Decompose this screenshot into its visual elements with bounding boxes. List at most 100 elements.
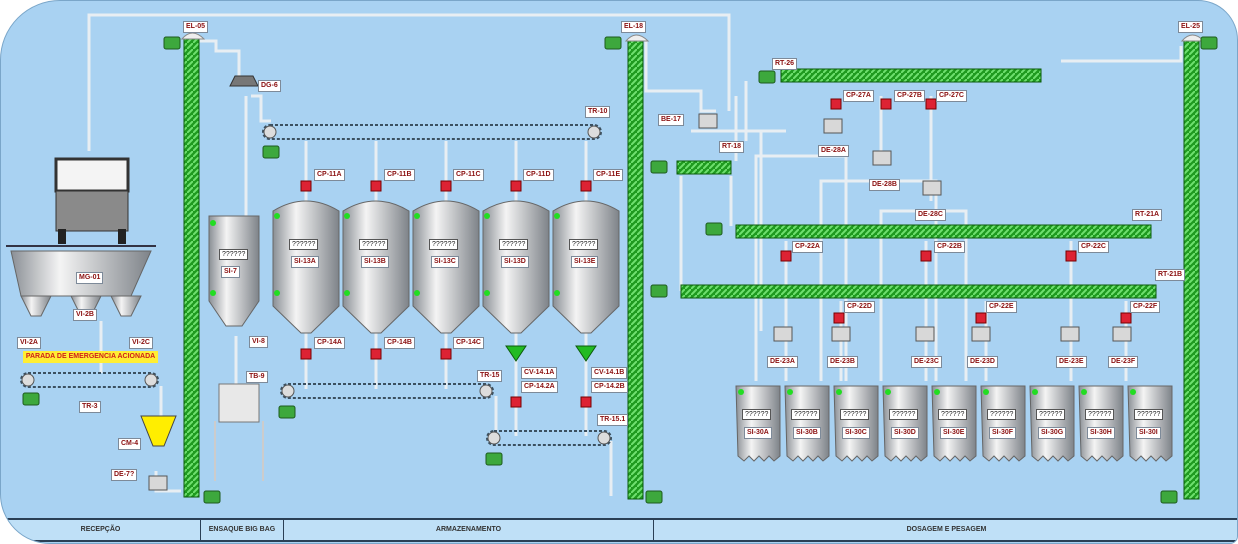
silo-label-si-13d[interactable]: SI-13D — [501, 256, 529, 268]
tag-cp-22d[interactable]: CP-22D — [844, 301, 875, 313]
tag-be-17[interactable]: BE-17 — [658, 114, 684, 126]
tag-de-23d[interactable]: DE-23D — [967, 356, 998, 368]
rotary-valve-icon — [1065, 250, 1077, 262]
tag-de-23f[interactable]: DE-23F — [1108, 356, 1139, 368]
silo-label-si-30f[interactable]: SI-30F — [989, 427, 1017, 439]
tag-el-05[interactable]: EL-05 — [183, 21, 209, 33]
bucket-elevator — [183, 38, 200, 498]
tag-cp-14-2b[interactable]: CP-14.2B — [591, 381, 628, 393]
silo-label-si-30c[interactable]: SI-30C — [842, 427, 870, 439]
tag-cp-22e[interactable]: CP-22E — [986, 301, 1017, 313]
tag-cp-27a[interactable]: CP-27A — [843, 90, 874, 102]
rotary-valve-icon — [510, 396, 522, 408]
tag-cp-22a[interactable]: CP-22A — [792, 241, 823, 253]
tag-cp-22b[interactable]: CP-22B — [934, 241, 965, 253]
tag-el-25[interactable]: EL-25 — [1178, 21, 1204, 33]
tag-de-7-[interactable]: DE-7? — [111, 469, 138, 481]
bucket-elevator — [627, 40, 644, 500]
tag-tr-15-1[interactable]: TR-15.1 — [597, 414, 629, 426]
silo-level-readout: ?????? — [742, 409, 772, 420]
tag-de-23b[interactable]: DE-23B — [827, 356, 858, 368]
rotary-valve-icon — [370, 180, 382, 192]
tag-vi-8[interactable]: VI-8 — [249, 336, 268, 348]
tag-de-23c[interactable]: DE-23C — [911, 356, 942, 368]
tag-vi-2c[interactable]: VI-2C — [129, 337, 153, 349]
area-tab-recepcao[interactable]: RECEPÇÃO — [1, 520, 201, 540]
status-led — [1130, 389, 1136, 395]
tag-cp-11d[interactable]: CP-11D — [523, 169, 554, 181]
pipe — [644, 41, 716, 113]
area-tab-dosagem[interactable]: DOSAGEM E PESAGEM — [906, 526, 987, 533]
silo-label-si-30h[interactable]: SI-30H — [1087, 427, 1115, 439]
diverter-icon — [915, 326, 935, 342]
silo-level-readout: ?????? — [840, 409, 870, 420]
tag-cp-14a[interactable]: CP-14A — [314, 337, 345, 349]
tag-cv-14-1a[interactable]: CV-14.1A — [521, 367, 558, 379]
tag-cv-14-1b[interactable]: CV-14.1B — [591, 367, 628, 379]
area-tab-ensaque[interactable]: ENSAQUE BIG BAG — [201, 520, 284, 540]
tag-dg-6[interactable]: DG-6 — [258, 80, 281, 92]
tag-cm-4[interactable]: CM-4 — [118, 438, 142, 450]
tag-cp-11b[interactable]: CP-11B — [384, 169, 415, 181]
status-led — [344, 290, 350, 296]
area-tabs: RECEPÇÃO ENSAQUE BIG BAG ARMAZENAMENTO D… — [1, 518, 1237, 542]
tag-vi-2b[interactable]: VI-2B — [73, 309, 97, 321]
motor-icon — [604, 36, 622, 50]
silo-label-si-13e[interactable]: SI-13E — [571, 256, 599, 268]
tag-cp-14c[interactable]: CP-14C — [453, 337, 484, 349]
tag-cp-27c[interactable]: CP-27C — [936, 90, 967, 102]
tag-de-28b[interactable]: DE-28B — [869, 179, 900, 191]
dosing-silo — [980, 385, 1026, 462]
belt-conveyor — [486, 430, 612, 446]
tag-rt-18[interactable]: RT-18 — [719, 141, 745, 153]
tag-cp-22f[interactable]: CP-22F — [1130, 301, 1161, 313]
silo-label-si-13b[interactable]: SI-13B — [361, 256, 389, 268]
tag-rt-21b[interactable]: RT-21B — [1155, 269, 1186, 281]
tag-de-23e[interactable]: DE-23E — [1056, 356, 1087, 368]
status-led — [787, 389, 793, 395]
silo-label-si-30i[interactable]: SI-30I — [1136, 427, 1161, 439]
tag-cp-27b[interactable]: CP-27B — [894, 90, 925, 102]
status-led — [738, 389, 744, 395]
tag-cp-11c[interactable]: CP-11C — [453, 169, 484, 181]
tag-tr-3[interactable]: TR-3 — [79, 401, 101, 413]
rotary-valve-icon — [300, 348, 312, 360]
diverter-icon — [1060, 326, 1080, 342]
status-led — [210, 220, 216, 226]
tag-rt-26[interactable]: RT-26 — [772, 58, 798, 70]
tag-de-28c[interactable]: DE-28C — [915, 209, 946, 221]
silo-label-si-7[interactable]: SI-7 — [221, 266, 240, 278]
tag-cp-22c[interactable]: CP-22C — [1078, 241, 1109, 253]
tag-cp-14b[interactable]: CP-14B — [384, 337, 415, 349]
status-led — [484, 290, 490, 296]
tag-vi-2a[interactable]: VI-2A — [17, 337, 41, 349]
silo-label-si-30g[interactable]: SI-30G — [1038, 427, 1067, 439]
rotary-valve-icon — [830, 98, 842, 110]
rotary-valve-icon — [920, 250, 932, 262]
tag-el-18[interactable]: EL-18 — [621, 21, 647, 33]
tag-cp-11e[interactable]: CP-11E — [593, 169, 624, 181]
area-tab-armazenamento[interactable]: ARMAZENAMENTO — [284, 520, 654, 540]
tag-de-23a[interactable]: DE-23A — [767, 356, 798, 368]
silo-label-si-30d[interactable]: SI-30D — [891, 427, 919, 439]
pipe — [87, 13, 731, 151]
silo-label-si-30b[interactable]: SI-30B — [793, 427, 821, 439]
tag-tr-10[interactable]: TR-10 — [585, 106, 611, 118]
screw-conveyor — [676, 160, 732, 175]
rotary-valve-icon — [580, 396, 592, 408]
tag-cp-14-2a[interactable]: CP-14.2A — [521, 381, 558, 393]
tag-de-28a[interactable]: DE-28A — [818, 145, 849, 157]
silo-label-si-30a[interactable]: SI-30A — [744, 427, 772, 439]
tag-rt-21a[interactable]: RT-21A — [1132, 209, 1163, 221]
silo-label-si-30e[interactable]: SI-30E — [940, 427, 968, 439]
pulley — [587, 125, 601, 139]
tag-cp-11a[interactable]: CP-11A — [314, 169, 345, 181]
tag-tr-15[interactable]: TR-15 — [477, 370, 503, 382]
silo-label-si-13c[interactable]: SI-13C — [431, 256, 459, 268]
status-led — [484, 213, 490, 219]
silo-label-si-13a[interactable]: SI-13A — [291, 256, 319, 268]
tag-tb-9[interactable]: TB-9 — [246, 371, 268, 383]
tag-mg-01[interactable]: MG-01 — [76, 272, 104, 284]
